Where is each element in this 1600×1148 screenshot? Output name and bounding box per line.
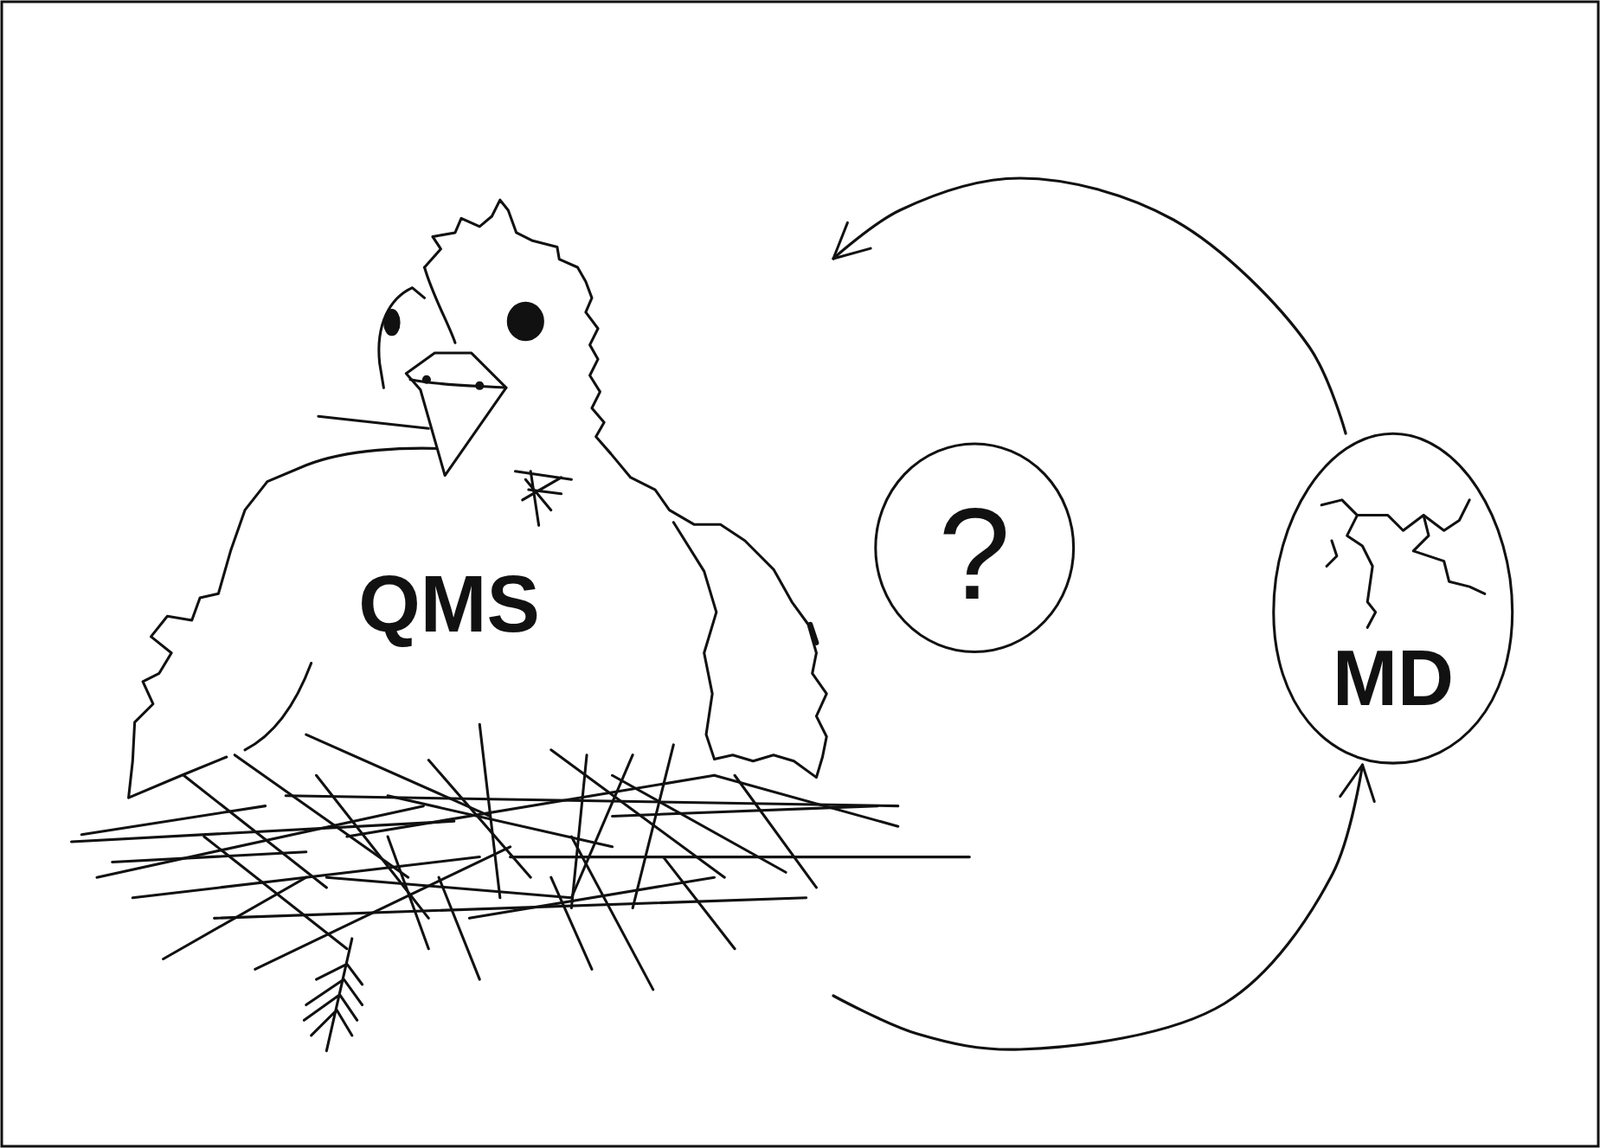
hen-eye [507, 302, 543, 340]
nest-straw [112, 852, 307, 863]
circle-outline [875, 443, 1074, 653]
egg-outline [1273, 433, 1513, 764]
nest-straw [469, 877, 714, 919]
hen-face [424, 267, 456, 343]
hen-beak [405, 353, 507, 476]
nest-straw [96, 806, 424, 879]
nest-straw [387, 796, 612, 848]
egg-crack [1356, 515, 1485, 595]
nest-straw [428, 760, 531, 879]
nest-straw [183, 775, 327, 888]
hen-node: QMS [71, 199, 834, 1052]
nest-straw [612, 806, 879, 817]
hen-belly [244, 663, 312, 751]
nest-straw [571, 755, 633, 899]
straw [318, 416, 429, 429]
hen-mark [809, 624, 817, 643]
egg-crack [1423, 500, 1470, 531]
egg-node: MD [1273, 433, 1514, 765]
nest-straw [387, 836, 429, 950]
nest-straw [713, 775, 898, 827]
hen-nostril [423, 376, 430, 383]
nest-straw [510, 855, 971, 859]
nest-straw [306, 734, 490, 817]
hen-wing-inner [673, 522, 717, 760]
nest-straw [571, 836, 653, 990]
egg-crack [1326, 540, 1337, 566]
hen-wing [610, 453, 827, 778]
nest-straw [632, 745, 674, 909]
nest-straw [663, 857, 736, 950]
nest-straw [438, 877, 480, 980]
hen-neck-feather [515, 471, 572, 526]
node-label: MD [1332, 639, 1454, 718]
nest-straw [326, 877, 572, 899]
feather [303, 938, 362, 1052]
hen-eye [385, 310, 400, 335]
question-circle: ? [874, 443, 1074, 653]
cycle-arrow [833, 764, 1363, 1050]
egg-crack [1321, 500, 1376, 628]
nest-straw [571, 755, 587, 909]
nest-straw [551, 877, 592, 970]
node-label: QMS [358, 564, 540, 644]
hen-nostril [476, 382, 483, 389]
cycle-arrow [833, 178, 1346, 434]
question-mark: ? [938, 488, 1010, 619]
nest-straw [81, 806, 265, 836]
